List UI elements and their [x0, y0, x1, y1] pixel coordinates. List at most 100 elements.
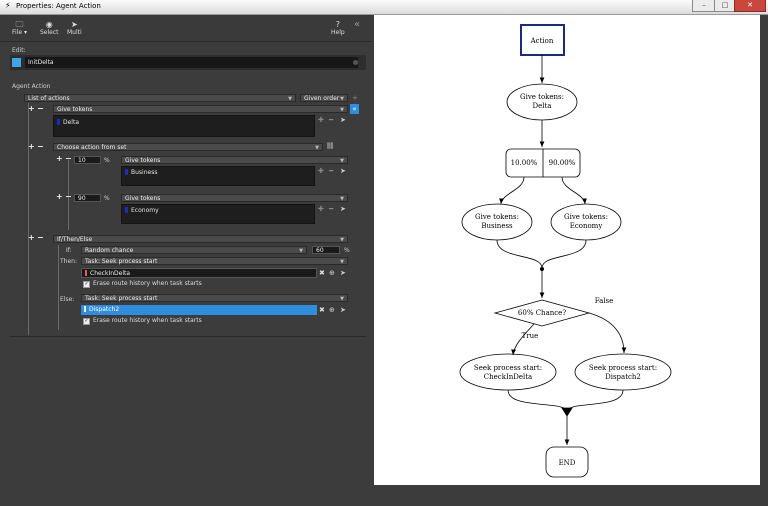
add-action-button[interactable]: + [28, 142, 35, 151]
seek-dispatch-label-2: Dispatch2 [605, 373, 641, 381]
add-token-icon[interactable]: ✚ [318, 205, 324, 213]
remove-token-icon[interactable]: ━ [329, 167, 334, 175]
multi-label: Multi [67, 29, 82, 36]
clear-icon[interactable]: ✖ [319, 269, 325, 277]
give-economy-label-1: Give tokens: [564, 213, 608, 221]
multi-button[interactable]: ➤ Multi [67, 20, 82, 36]
cursor-icon[interactable]: ➤ [340, 205, 346, 213]
remove-token-icon[interactable]: ━ [329, 116, 334, 124]
edge [541, 239, 587, 269]
choose-action-dropdown[interactable]: Choose action from set ▼ [53, 143, 323, 151]
else-target-input[interactable]: Dispatch2 [81, 305, 317, 315]
panel-divider [10, 336, 366, 337]
option-percent-input[interactable]: 90 [74, 194, 101, 202]
option-percent-input[interactable]: 10 [74, 156, 101, 164]
help-label: Help [331, 29, 345, 36]
edge [496, 239, 543, 269]
option-action-dropdown[interactable]: Give tokens▼ [121, 156, 348, 164]
seek-checkin-label-2: CheckInDelta [484, 373, 532, 381]
help-button[interactable]: ? Help [331, 20, 345, 36]
choose-action-label: Choose action from set [57, 144, 127, 151]
seek-dispatch-node[interactable] [574, 353, 672, 391]
add-token-icon[interactable]: ✚ [318, 116, 324, 124]
edit-name-input[interactable]: InitDelta [25, 57, 358, 68]
agent-action-label: Agent Action [12, 83, 51, 90]
color-swatch[interactable] [12, 58, 21, 67]
close-button[interactable]: ✕ [734, 0, 766, 12]
folder-icon: 🗀 [15, 20, 24, 29]
then-label: Then: [60, 258, 77, 265]
then-target-input[interactable]: CheckInDelta [81, 268, 317, 278]
chevron-down-icon: ▼ [315, 145, 319, 151]
collapse-panel-icon[interactable]: « [354, 19, 361, 30]
give-delta-label-2: Delta [533, 102, 552, 110]
edge [499, 176, 525, 205]
else-erase-label: Erase route history when task starts [93, 317, 202, 324]
list-of-actions-dropdown[interactable]: List of actions▼ [24, 94, 296, 102]
else-erase-checkbox[interactable]: ✓Erase route history when task starts [83, 317, 202, 325]
target-icon[interactable]: ⊕ [329, 306, 335, 314]
remove-option-button[interactable]: − [65, 192, 72, 201]
remove-token-icon[interactable]: ━ [329, 205, 334, 213]
list-item[interactable]: Economy [125, 207, 159, 214]
target-icon[interactable]: ⊕ [329, 269, 335, 277]
maximize-button[interactable]: □ [714, 0, 736, 12]
toolbar: 🗀 File ▾ ◉ Select ➤ Multi ? Help « [0, 15, 372, 42]
chevron-down-icon: ▼ [340, 259, 344, 265]
chevron-down-icon: ▼ [340, 158, 344, 164]
then-erase-checkbox[interactable]: ✓Erase route history when task starts [83, 280, 202, 288]
condition-dropdown[interactable]: Random chance▼ [81, 246, 307, 254]
lightning-icon: ⚡ [5, 1, 11, 10]
give-tokens-label: Give tokens [57, 106, 93, 113]
checkbox-checked-icon[interactable]: ✓ [83, 318, 90, 325]
tree-guide-line [28, 103, 29, 335]
end-node[interactable] [545, 446, 589, 478]
list-item[interactable]: Business [125, 169, 157, 176]
columns-icon[interactable]: ⫼⫼ [327, 142, 334, 150]
action-node[interactable] [520, 24, 565, 56]
minimize-button[interactable]: – [692, 0, 716, 12]
seek-checkin-node[interactable] [459, 353, 557, 391]
end-label: END [559, 459, 576, 467]
tokens-list[interactable]: Economy [121, 204, 315, 224]
else-task-label: Task: Seek process start [85, 295, 158, 302]
condition-label: Random chance [85, 247, 134, 254]
else-task-dropdown[interactable]: Task: Seek process start▼ [81, 294, 348, 302]
then-task-dropdown[interactable]: Task: Seek process start▼ [81, 257, 348, 265]
add-token-icon[interactable]: ✚ [318, 167, 324, 175]
cursor-icon[interactable]: ➤ [340, 116, 346, 124]
cursor-icon[interactable]: ➤ [340, 269, 346, 277]
collapse-section-icon[interactable]: « [350, 104, 359, 114]
add-icon[interactable]: + [352, 94, 358, 102]
split-right-label: 90.00% [549, 159, 576, 167]
remove-action-button[interactable]: − [37, 233, 44, 242]
decision-node[interactable] [493, 299, 591, 327]
then-erase-label: Erase route history when task starts [93, 280, 202, 287]
add-action-button[interactable]: + [28, 233, 35, 242]
order-dropdown[interactable]: Given order▼ [300, 94, 348, 102]
list-item[interactable]: Delta [57, 119, 79, 126]
options-dot-icon[interactable] [353, 60, 358, 65]
token-name: Economy [131, 207, 159, 214]
checkbox-checked-icon[interactable]: ✓ [83, 281, 90, 288]
select-button[interactable]: ◉ Select [40, 20, 59, 36]
token-name: Business [131, 169, 158, 176]
give-tokens-dropdown[interactable]: Give tokens▼ [53, 105, 348, 113]
tokens-list[interactable]: Business [121, 166, 315, 186]
remove-action-button[interactable]: − [37, 142, 44, 151]
chance-input[interactable]: 60 [312, 246, 340, 254]
file-menu-button[interactable]: 🗀 File ▾ [12, 20, 27, 36]
add-option-button[interactable]: + [56, 154, 63, 163]
add-action-button[interactable]: + [28, 104, 35, 113]
cursor-icon[interactable]: ➤ [340, 306, 346, 314]
give-economy-label-2: Economy [570, 222, 603, 230]
add-option-button[interactable]: + [56, 192, 63, 201]
cursor-icon[interactable]: ➤ [340, 167, 346, 175]
remove-option-button[interactable]: − [65, 154, 72, 163]
clear-icon[interactable]: ✖ [319, 306, 325, 314]
option-action-dropdown[interactable]: Give tokens▼ [121, 194, 348, 202]
remove-action-button[interactable]: − [37, 104, 44, 113]
if-then-else-dropdown[interactable]: If/Then/Else▼ [53, 235, 348, 243]
tokens-list[interactable]: Delta [53, 115, 315, 137]
seek-dispatch-label-1: Seek process start: [589, 364, 657, 372]
